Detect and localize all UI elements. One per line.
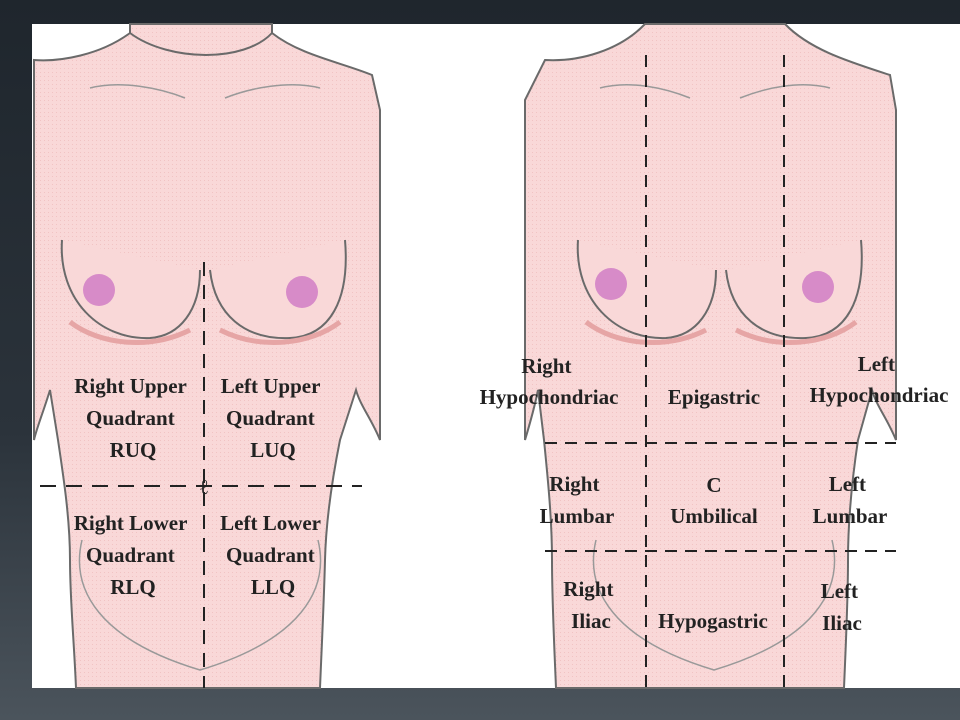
breast-shadow-right bbox=[68, 320, 192, 345]
nipple-left bbox=[286, 276, 318, 308]
label-right-lumbar: Right Lumbar bbox=[540, 472, 615, 528]
collarbone-left bbox=[224, 83, 321, 99]
breast-left bbox=[209, 239, 347, 340]
label-left-hypochondriac: Left Hypochondriac bbox=[810, 352, 949, 407]
torso-left-body bbox=[33, 23, 381, 689]
label-left-lumbar: Left Lumbar bbox=[813, 472, 888, 528]
label-epigastric: Epigastric bbox=[668, 385, 760, 409]
breast-shadow-left bbox=[218, 320, 342, 345]
torso-regions-figure: C Right Hypochondriac Epigastric Left Hy… bbox=[480, 23, 949, 689]
pelvis-outline-2 bbox=[592, 539, 836, 671]
breast-left-2 bbox=[725, 239, 863, 340]
breast-shadow-right-2 bbox=[584, 320, 708, 345]
label-llq: Left Lower Quadrant LLQ bbox=[220, 511, 326, 599]
label-right-hypochondriac: Right Hypochondriac bbox=[480, 354, 619, 409]
breast-shadow-left-2 bbox=[734, 320, 858, 345]
label-rlq: Right Lower Quadrant RLQ bbox=[74, 511, 193, 599]
torso-quadrants-figure: ℓ Right Upper Quadrant RUQ Left Upper Qu… bbox=[33, 23, 381, 689]
breast-right-2 bbox=[576, 239, 717, 340]
navel-mark-2: C bbox=[706, 473, 721, 497]
nipple-left-2 bbox=[802, 271, 834, 303]
label-umbilical: Umbilical bbox=[670, 504, 758, 528]
torso-right-body bbox=[524, 23, 897, 689]
navel-mark: ℓ bbox=[200, 475, 208, 499]
label-ruq: Right Upper Quadrant RUQ bbox=[74, 374, 191, 462]
label-left-iliac: Left Iliac bbox=[821, 579, 864, 635]
nipple-right bbox=[83, 274, 115, 306]
pelvis-outline bbox=[78, 539, 322, 671]
label-right-iliac: Right Iliac bbox=[563, 577, 618, 633]
collarbone-right bbox=[89, 83, 186, 99]
breast-right bbox=[60, 239, 201, 340]
label-luq: Left Upper Quadrant LUQ bbox=[221, 374, 326, 462]
nipple-right-2 bbox=[595, 268, 627, 300]
label-hypogastric: Hypogastric bbox=[658, 609, 768, 633]
